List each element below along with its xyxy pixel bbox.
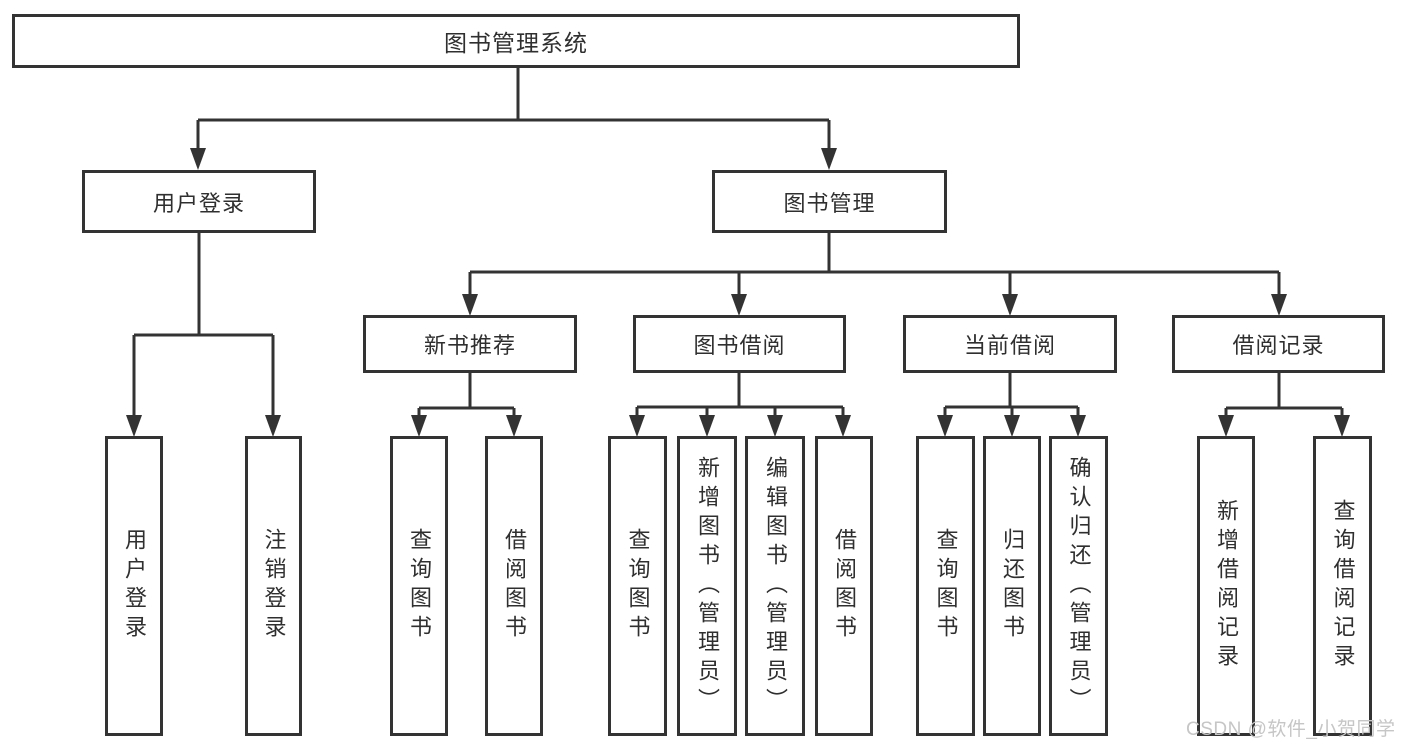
- connector-current-borrow-children: [937, 373, 1086, 437]
- node-query-borrow-record-label: 查询借阅记录: [1330, 499, 1356, 673]
- node-user-login-label: 用户登录: [152, 190, 245, 216]
- node-logout-action: 注销登录: [245, 436, 302, 736]
- node-book-borrow-label: 图书借阅: [693, 333, 786, 358]
- node-new-book-recommend: 新书推荐: [363, 315, 577, 373]
- node-book-management-label: 图书管理: [783, 190, 876, 216]
- node-edit-books-admin: 编辑图书（管理员）: [745, 436, 805, 736]
- node-query-books-current: 查询图书: [916, 436, 975, 736]
- node-query-borrow-record: 查询借阅记录: [1313, 436, 1372, 736]
- node-borrow-books: 借阅图书: [815, 436, 873, 736]
- node-query-books-recommend: 查询图书: [390, 436, 448, 736]
- connector-root-to-level1: [190, 68, 837, 170]
- node-borrow-books-recommend: 借阅图书: [485, 436, 543, 736]
- node-add-books-admin-label: 新增图书（管理员）: [695, 455, 720, 717]
- node-root-label: 图书管理系统: [444, 30, 588, 56]
- node-borrow-records: 借阅记录: [1172, 315, 1385, 373]
- node-query-books-borrow-label: 查询图书: [625, 528, 651, 644]
- node-user-login: 用户登录: [82, 170, 316, 233]
- node-borrow-books-recommend-label: 借阅图书: [502, 528, 527, 644]
- node-confirm-return-admin: 确认归还（管理员）: [1049, 436, 1108, 736]
- node-return-books-label: 归还图书: [1000, 528, 1025, 644]
- node-query-books-current-label: 查询图书: [933, 528, 959, 644]
- node-logout-action-label: 注销登录: [261, 528, 287, 644]
- csdn-watermark: CSDN @软件_小贺同学: [1186, 719, 1396, 740]
- node-add-borrow-record: 新增借阅记录: [1197, 436, 1255, 736]
- node-add-books-admin: 新增图书（管理员）: [677, 436, 737, 736]
- node-user-login-action: 用户登录: [105, 436, 163, 736]
- node-add-borrow-record-label: 新增借阅记录: [1214, 499, 1239, 673]
- node-root: 图书管理系统: [12, 14, 1020, 68]
- node-current-borrow: 当前借阅: [903, 315, 1117, 373]
- node-current-borrow-label: 当前借阅: [963, 333, 1056, 358]
- node-new-book-recommend-label: 新书推荐: [423, 333, 516, 358]
- node-book-borrow: 图书借阅: [633, 315, 846, 373]
- node-query-books-recommend-label: 查询图书: [407, 528, 432, 644]
- node-query-books-borrow: 查询图书: [608, 436, 667, 736]
- node-book-management: 图书管理: [712, 170, 947, 233]
- node-user-login-action-label: 用户登录: [122, 528, 147, 644]
- node-confirm-return-admin-label: 确认归还（管理员）: [1066, 455, 1092, 717]
- node-edit-books-admin-label: 编辑图书（管理员）: [763, 455, 788, 717]
- node-borrow-books-label: 借阅图书: [832, 528, 857, 644]
- connector-new-book-children: [411, 373, 522, 437]
- node-return-books: 归还图书: [983, 436, 1041, 736]
- connector-book-management-children: [462, 233, 1287, 316]
- connector-borrow-records-children: [1218, 373, 1350, 437]
- node-borrow-records-label: 借阅记录: [1232, 333, 1325, 358]
- connector-user-login-children: [126, 233, 281, 437]
- connector-book-borrow-children: [629, 373, 851, 437]
